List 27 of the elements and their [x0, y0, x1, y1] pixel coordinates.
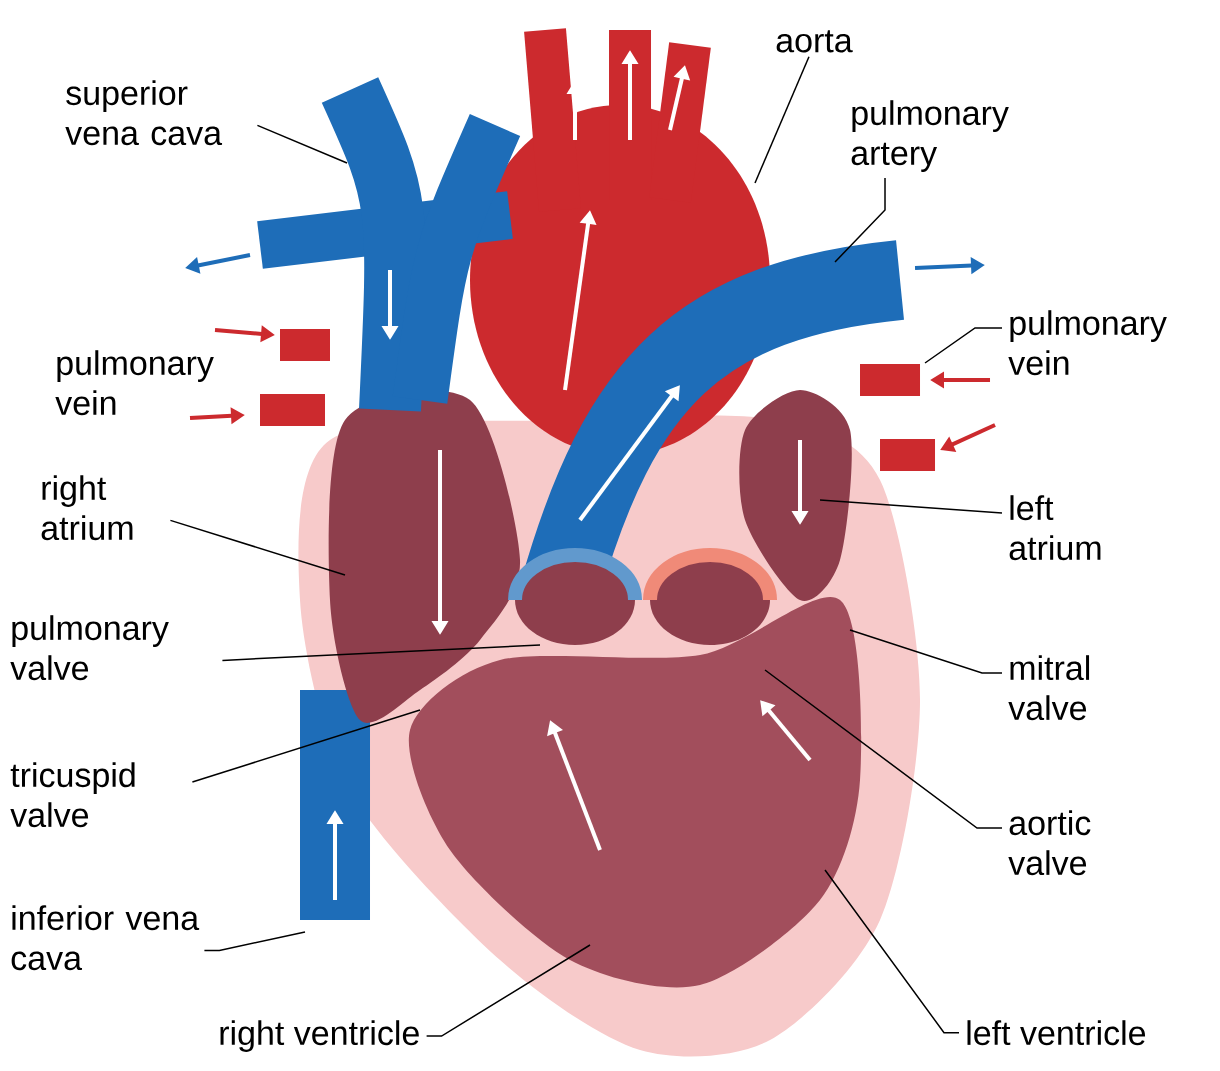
label-text: pulmonary artery [851, 100, 1009, 172]
label-text: right atrium [41, 475, 133, 541]
label-text: aorta [776, 30, 853, 53]
leader-line [256, 124, 348, 164]
leader-line [819, 499, 1003, 514]
leader-line [425, 944, 591, 1037]
label-text: pulmonary vein [1008, 310, 1167, 376]
label-text: inferior vena cava [11, 905, 200, 971]
leader-line [203, 931, 306, 952]
leader-line [924, 327, 1003, 364]
label-text: mitral valve [1008, 655, 1090, 721]
label-text: pulmonary vein [55, 350, 214, 416]
leader-line [834, 177, 886, 263]
leader-line [169, 519, 346, 576]
label-text: pulmonary valve [10, 615, 169, 681]
label-text: left atrium [1009, 495, 1101, 561]
label-text: superior vena cava [65, 80, 223, 146]
leader-line [764, 669, 1003, 829]
leader-line [849, 629, 1003, 674]
label-text: aortic valve [1008, 810, 1091, 876]
label-text: tricuspid valve [10, 762, 135, 828]
label-text: right ventricle [220, 1020, 419, 1052]
leader-line [824, 869, 960, 1034]
leader-line [191, 709, 421, 783]
label-text: left ventricle [967, 1020, 1146, 1046]
leader-line [221, 644, 541, 662]
leader-line [754, 55, 810, 184]
